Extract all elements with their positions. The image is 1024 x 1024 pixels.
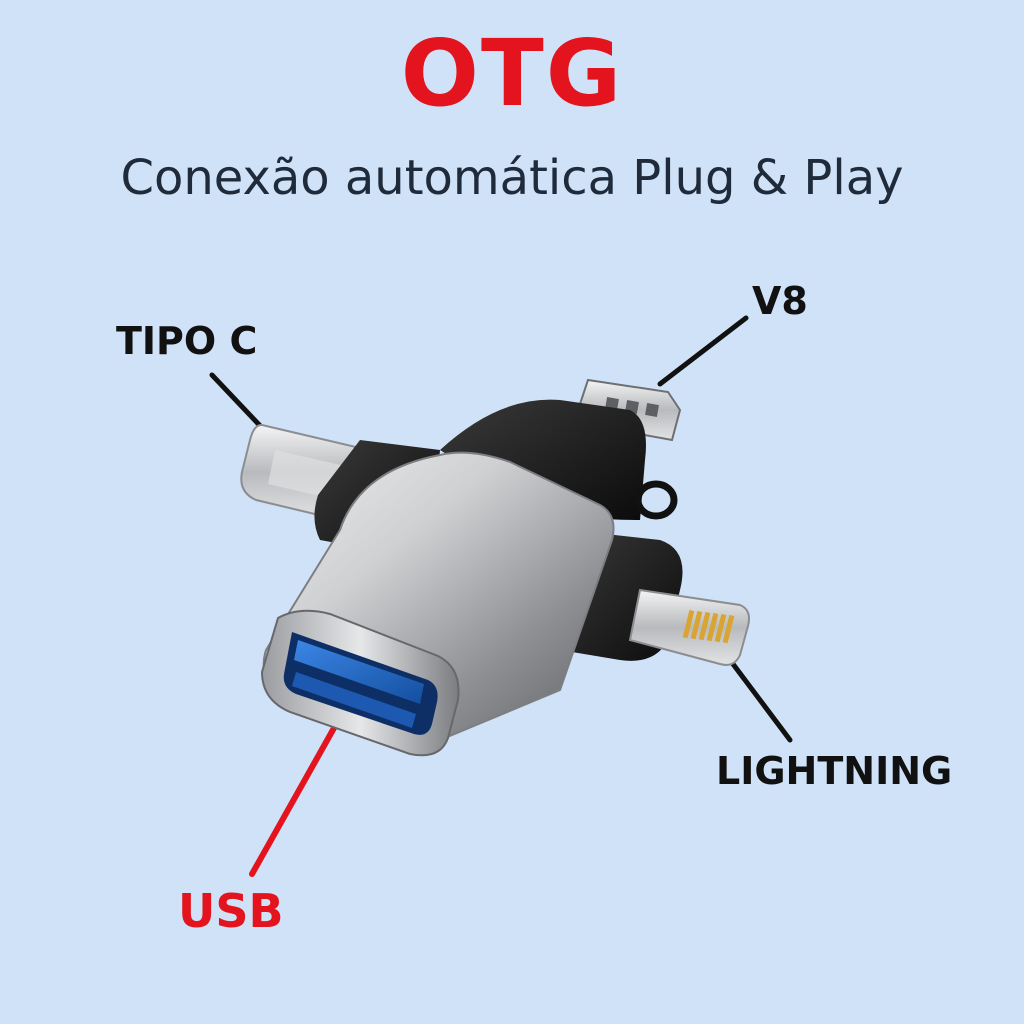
- black-housing-top: [440, 399, 646, 520]
- page-subtitle: Conexão automática Plug & Play: [120, 150, 904, 206]
- lanyard-ring: [634, 480, 678, 520]
- lightning-plug: [628, 588, 750, 666]
- v8-label: V8: [752, 279, 808, 323]
- tipo-c-pointer-line: [209, 372, 269, 435]
- page-title: OTG: [400, 20, 624, 127]
- usb-port-blue: [283, 632, 438, 735]
- lightning-label: LIGHTNING: [716, 749, 953, 793]
- usb-label: USB: [178, 884, 284, 938]
- usb-pointer-line: [249, 725, 337, 877]
- lightning-pointer-line: [721, 649, 793, 743]
- tipo-c-label: TIPO C: [116, 319, 258, 363]
- v8-pointer-line: [657, 315, 749, 387]
